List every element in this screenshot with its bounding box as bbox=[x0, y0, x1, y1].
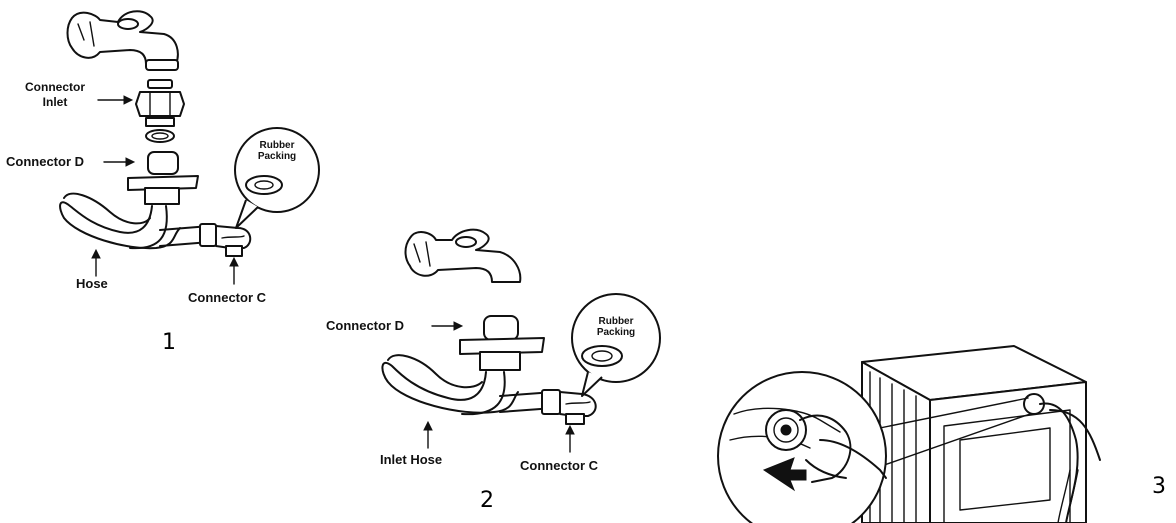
connector-d-icon bbox=[128, 152, 198, 204]
connector-d-icon bbox=[460, 316, 544, 370]
connector-c-icon bbox=[200, 224, 250, 256]
label-inlet-hose: Inlet Hose bbox=[380, 452, 442, 467]
hose-icon bbox=[382, 355, 554, 414]
arrow-connector-c bbox=[230, 258, 238, 284]
o-ring-icon bbox=[146, 130, 174, 142]
connector-inlet-icon bbox=[136, 80, 184, 126]
faucet-icon bbox=[406, 230, 521, 282]
hose-icon bbox=[60, 194, 210, 249]
step-number-1: 1 bbox=[162, 330, 176, 355]
label-connector-c: Connector C bbox=[188, 290, 266, 305]
connector-c-icon bbox=[542, 390, 596, 424]
label-hose: Hose bbox=[76, 276, 108, 291]
faucet-icon bbox=[68, 11, 179, 70]
step-number-3: 3 bbox=[1152, 474, 1166, 499]
washing-machine-icon bbox=[862, 346, 1100, 523]
label-connector-c: Connector C bbox=[520, 458, 598, 473]
label-rubber-packing: Rubber Packing bbox=[250, 140, 304, 162]
zoom-detail-circle bbox=[718, 372, 886, 523]
label-connector-d: Connector D bbox=[326, 318, 404, 333]
arrow-hose bbox=[92, 250, 100, 276]
arrow-connector-d bbox=[104, 158, 134, 166]
label-rubber-packing: Rubber Packing bbox=[588, 316, 644, 338]
arrow-connector-inlet bbox=[98, 96, 132, 104]
arrow-connector-d bbox=[432, 322, 462, 330]
arrow-connector-c bbox=[566, 426, 574, 452]
step-number-2: 2 bbox=[480, 488, 494, 513]
label-connector-d: Connector D bbox=[6, 154, 84, 169]
label-connector-inlet: Connector Inlet bbox=[18, 80, 92, 110]
arrow-inlet-hose bbox=[424, 422, 432, 448]
rubber-packing-callout bbox=[572, 294, 660, 382]
